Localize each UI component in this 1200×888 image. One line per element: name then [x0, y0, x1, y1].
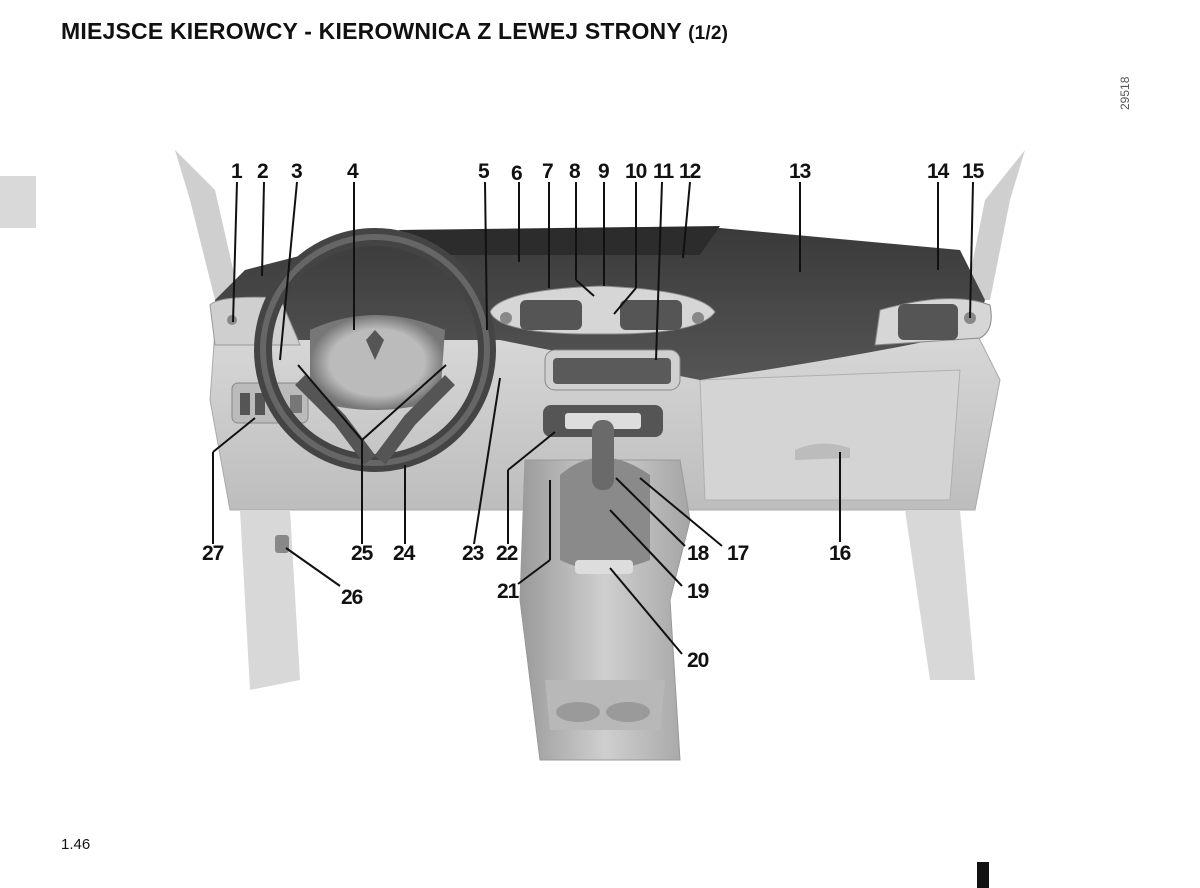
callout-11: 11	[653, 160, 675, 183]
callout-26: 26	[341, 586, 363, 609]
end-marker	[977, 862, 989, 888]
steering-wheel	[254, 228, 496, 472]
callout-14: 14	[927, 160, 950, 183]
callout-24: 24	[393, 542, 416, 565]
callout-5: 5	[478, 160, 490, 183]
callout-16: 16	[829, 542, 851, 565]
callout-6: 6	[511, 162, 522, 185]
center-console	[519, 420, 691, 761]
page-title-suffix: (1/2)	[688, 23, 729, 44]
callout-lines	[212, 181, 974, 655]
callout-19: 19	[687, 580, 709, 603]
callout-18: 18	[687, 542, 710, 565]
callout-12: 12	[679, 160, 701, 183]
callout-27: 27	[202, 542, 224, 565]
page-number: 1.46	[61, 836, 91, 853]
callout-17: 17	[727, 542, 749, 565]
left-floor	[240, 510, 975, 690]
callout-13: 13	[789, 160, 811, 183]
callout-2: 2	[257, 160, 268, 183]
a-pillars	[175, 150, 1025, 300]
callout-21: 21	[497, 580, 520, 603]
callout-8: 8	[569, 160, 581, 183]
callout-20: 20	[687, 649, 709, 672]
callout-7: 7	[542, 160, 553, 183]
page-title-main: MIEJSCE KIEROWCY - KIEROWNICA Z LEWEJ ST…	[61, 18, 682, 44]
callout-numbers: 1 2 3 4 5 6 7 8 9 10 11 12 13 14 15 16 1…	[202, 160, 986, 672]
callout-1: 1	[231, 160, 243, 183]
callout-22: 22	[496, 542, 518, 565]
callout-10: 10	[625, 160, 647, 183]
callout-23: 23	[462, 542, 484, 565]
section-tab	[0, 176, 36, 228]
page-title: MIEJSCE KIEROWCY - KIEROWNICA Z LEWEJ ST…	[61, 18, 728, 45]
callout-3: 3	[291, 160, 302, 183]
callout-4: 4	[347, 160, 359, 183]
callout-25: 25	[351, 542, 374, 565]
callout-15: 15	[962, 160, 985, 183]
callout-9: 9	[598, 160, 609, 183]
